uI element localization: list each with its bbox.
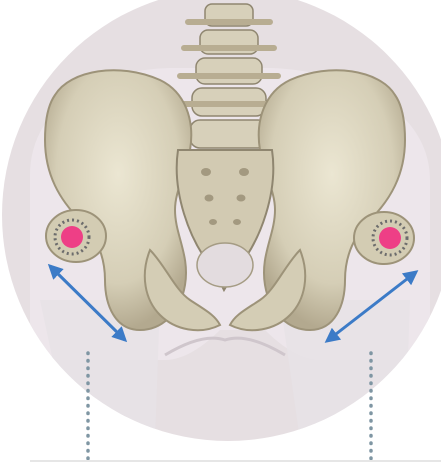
pelvic-opening — [197, 243, 253, 287]
